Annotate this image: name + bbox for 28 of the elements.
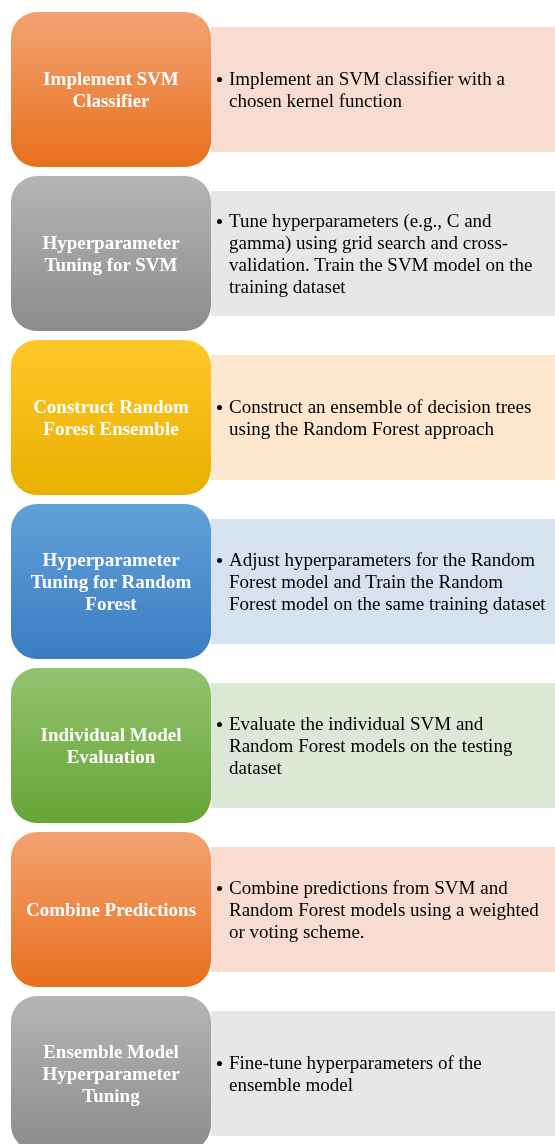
description-text: Evaluate the individual SVM and Random Forest models on the testing dataset (229, 712, 514, 779)
description-text: Tune hyperparameters (e.g., C and gamma) using grid search and cross-validation. Train the SVM model on the training dataset (229, 209, 534, 298)
step-box (11, 668, 211, 823)
step-box (11, 996, 211, 1144)
step-box (11, 176, 211, 331)
description-text: Implement an SVM classifier with a chosen kernel function (229, 67, 506, 112)
step-box (11, 340, 211, 495)
step-title: Ensemble Model Hyperparameter Tuning (41, 1040, 181, 1107)
step-title: Hyperparameter Tuning for SVM (41, 231, 181, 276)
description-text: Adjust hyperparameters for the Random Forest model and Train the Random Forest model on the same training dataset (229, 548, 547, 615)
step-title: Combine Predictions (25, 898, 197, 921)
description-text: Combine predictions from SVM and Random Forest models using a weighted or voting scheme. (229, 876, 540, 943)
step-title: Hyperparameter Tuning for Random Forest (29, 548, 193, 615)
description-panel (211, 847, 555, 972)
step-box (11, 12, 211, 167)
description-panel (211, 27, 555, 152)
description-text: Fine-tune hyperparameters of the ensemble model (229, 1051, 483, 1096)
step-title: Implement SVM Classifier (42, 67, 180, 112)
description-text: Construct an ensemble of decision trees using the Random Forest approach (229, 395, 533, 440)
description-panel (211, 355, 555, 480)
description-panel (211, 519, 555, 644)
description-panel (211, 683, 555, 808)
description-panel (211, 1011, 555, 1136)
step-title: Individual Model Evaluation (39, 723, 183, 768)
step-box (11, 504, 211, 659)
description-panel (211, 191, 555, 316)
step-box (11, 832, 211, 987)
step-title: Construct Random Forest Ensemble (32, 395, 190, 440)
